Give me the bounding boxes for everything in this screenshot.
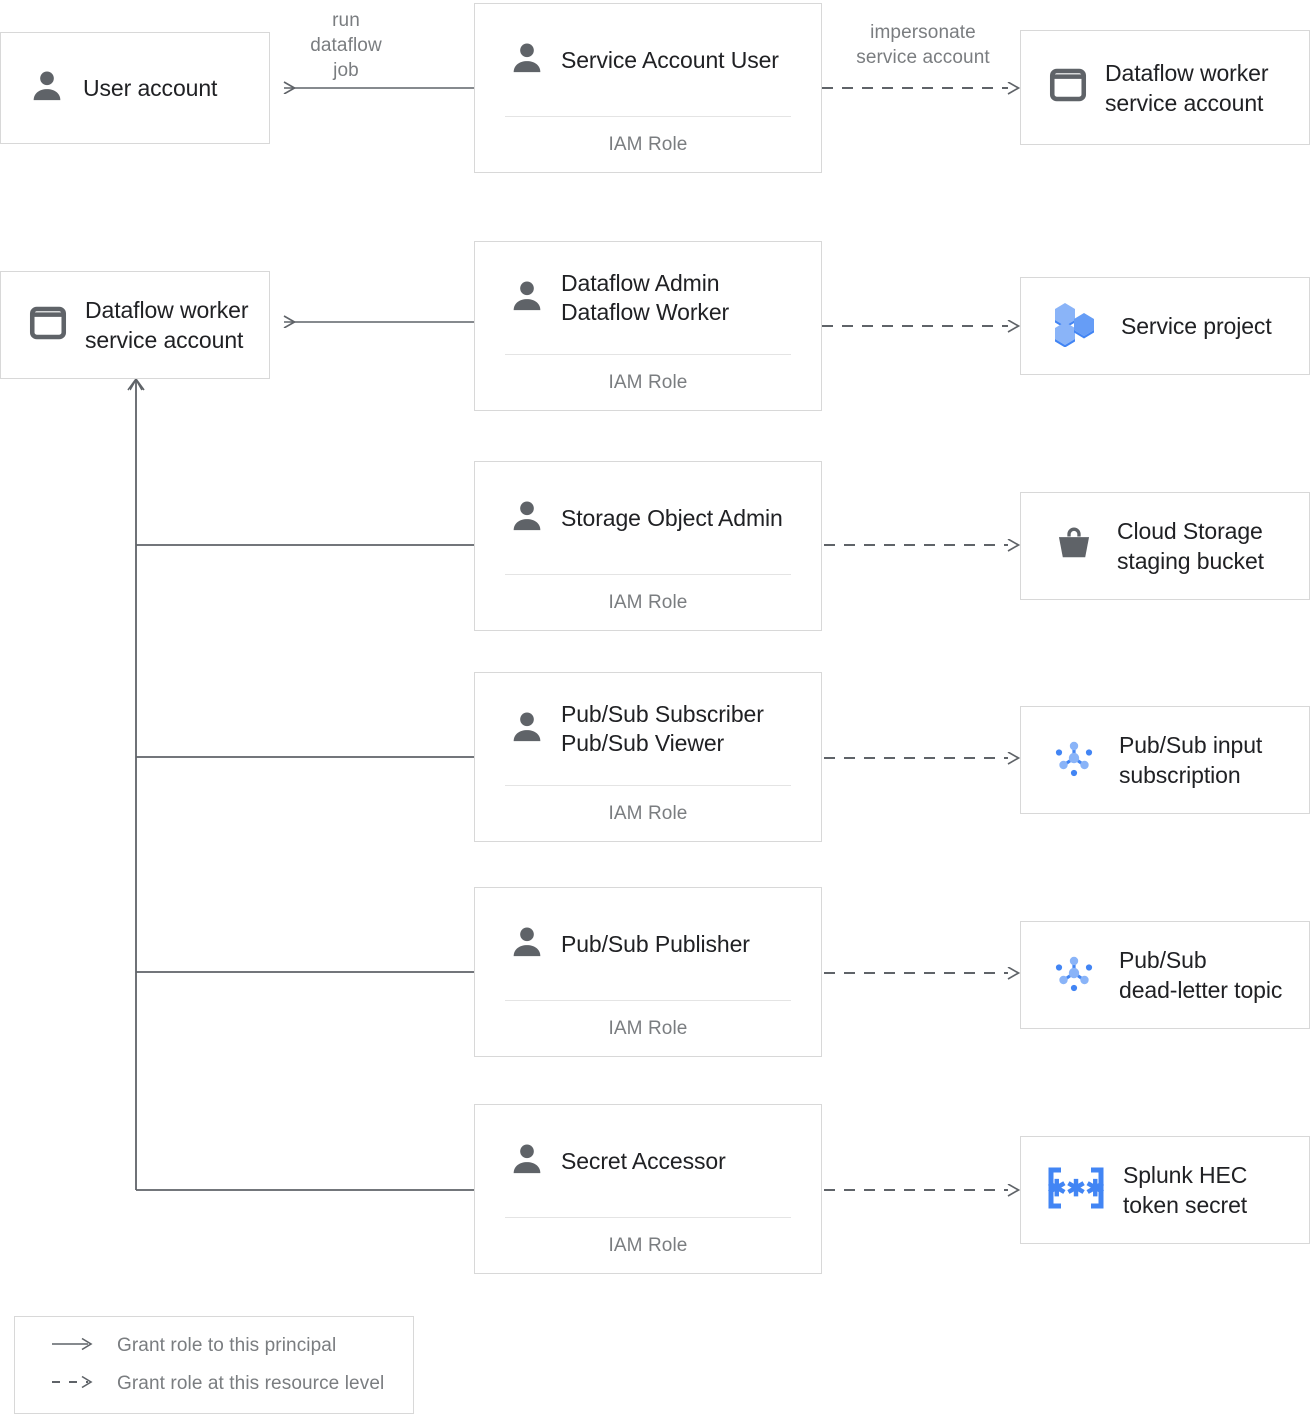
legend-item-grant-role-to-principal: Grant role to this principal	[51, 1335, 413, 1357]
card-divider	[505, 785, 791, 786]
person-icon	[27, 66, 67, 111]
role-card-secret-accessor[interactable]: Secret Accessor IAM Role	[474, 1104, 822, 1274]
resource-dataflow-worker-service-account-label: Dataflow worker service account	[1105, 59, 1269, 116]
edge-label-run-dataflow-job: run dataflow job	[310, 10, 382, 81]
resource-pubsub-input-subscription-label: Pub/Sub input subscription	[1119, 732, 1263, 788]
role-card-storage-object-admin-footer: IAM Role	[608, 591, 688, 613]
resource-pubsub-dead-letter-topic[interactable]: Pub/Sub dead-letter topic	[1020, 921, 1310, 1029]
role-card-service-account-user-footer: IAM Role	[608, 133, 688, 155]
legend-item-grant-role-at-resource-level: Grant role at this resource level	[51, 1373, 413, 1395]
role-card-storage-object-admin[interactable]: Storage Object Admin IAM Role	[474, 461, 822, 631]
principal-user-account-label: User account	[83, 75, 218, 101]
person-icon	[507, 496, 547, 541]
principal-dataflow-worker-service-account-label: Dataflow worker service account	[85, 297, 249, 353]
principal-dataflow-worker-service-account[interactable]: Dataflow worker service account	[0, 271, 270, 379]
service-account-icon	[1047, 64, 1089, 111]
person-icon	[507, 922, 547, 967]
legend-item-grant-role-at-resource-level-label: Grant role at this resource level	[117, 1373, 385, 1394]
principal-user-account[interactable]: User account	[0, 32, 270, 144]
person-icon	[507, 38, 547, 83]
role-card-dataflow-admin-worker[interactable]: Dataflow Admin Dataflow Worker IAM Role	[474, 241, 822, 411]
pubsub-icon	[1049, 948, 1099, 1003]
secret-manager-icon: ✱✱✱	[1045, 1164, 1107, 1217]
role-card-service-account-user-role: Service Account User	[561, 46, 779, 73]
person-icon	[507, 707, 547, 752]
resource-pubsub-input-subscription[interactable]: Pub/Sub input subscription	[1020, 706, 1310, 814]
role-card-dataflow-admin-worker-footer: IAM Role	[608, 371, 688, 393]
role-card-secret-accessor-footer: IAM Role	[608, 1234, 688, 1256]
role-card-pubsub-publisher[interactable]: Pub/Sub Publisher IAM Role	[474, 887, 822, 1057]
card-divider	[505, 1217, 791, 1218]
card-divider	[505, 116, 791, 117]
role-card-secret-accessor-role: Secret Accessor	[561, 1147, 726, 1174]
role-card-pubsub-publisher-role: Pub/Sub Publisher	[561, 930, 750, 957]
role-card-service-account-user[interactable]: Service Account User IAM Role	[474, 3, 822, 173]
solid-arrow-icon	[51, 1337, 95, 1356]
card-divider	[505, 354, 791, 355]
person-icon	[507, 1139, 547, 1184]
project-hexagons-icon	[1051, 301, 1099, 352]
resource-pubsub-dead-letter-topic-label: Pub/Sub dead-letter topic	[1119, 947, 1283, 1003]
role-card-pubsub-publisher-footer: IAM Role	[608, 1017, 688, 1039]
card-divider	[505, 574, 791, 575]
role-card-pubsub-subscriber-viewer-role: Pub/Sub Subscriber Pub/Sub Viewer	[561, 701, 764, 756]
card-divider	[505, 1000, 791, 1001]
dashed-arrow-icon	[51, 1375, 95, 1394]
edge-trunk-arrowhead-glyph	[127, 377, 145, 391]
pubsub-icon	[1049, 733, 1099, 788]
person-icon	[507, 276, 547, 321]
resource-cloud-storage-staging-bucket[interactable]: Cloud Storage staging bucket	[1020, 492, 1310, 600]
role-card-pubsub-subscriber-viewer[interactable]: Pub/Sub Subscriber Pub/Sub Viewer IAM Ro…	[474, 672, 822, 842]
legend: Grant role to this principal Grant role …	[14, 1316, 414, 1414]
svg-text:✱✱✱: ✱✱✱	[1047, 1175, 1105, 1201]
legend-item-grant-role-to-principal-label: Grant role to this principal	[117, 1335, 337, 1356]
resource-service-project-label: Service project	[1121, 313, 1272, 339]
resource-cloud-storage-staging-bucket-label: Cloud Storage staging bucket	[1117, 518, 1264, 574]
role-card-dataflow-admin-worker-role: Dataflow Admin Dataflow Worker	[561, 270, 730, 325]
service-account-icon	[27, 302, 69, 349]
resource-splunk-hec-token-secret[interactable]: ✱✱✱ Splunk HEC token secret	[1020, 1136, 1310, 1244]
bucket-icon	[1053, 523, 1095, 570]
resource-service-project[interactable]: Service project	[1020, 277, 1310, 375]
resource-splunk-hec-token-secret-label: Splunk HEC token secret	[1123, 1162, 1248, 1218]
role-card-pubsub-subscriber-viewer-footer: IAM Role	[608, 802, 688, 824]
role-card-storage-object-admin-role: Storage Object Admin	[561, 504, 783, 531]
edge-label-impersonate-service-account: impersonate service account	[856, 22, 990, 68]
resource-dataflow-worker-service-account[interactable]: Dataflow worker service account	[1020, 30, 1310, 145]
